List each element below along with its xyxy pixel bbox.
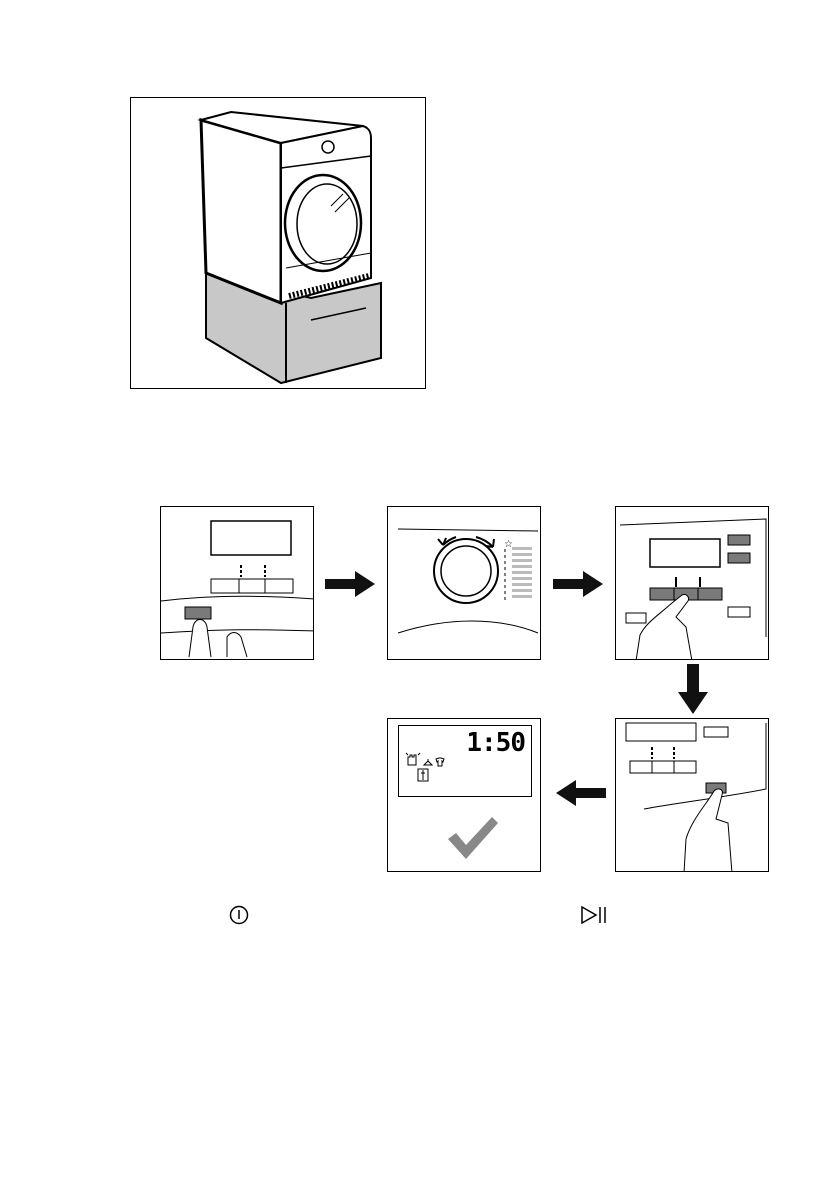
step1-panel (160, 506, 314, 660)
step2-illustration: ☆ (388, 507, 541, 660)
hanger-icon (423, 754, 433, 764)
step4-illustration (616, 719, 769, 872)
step5-display-done: 1:50 (387, 718, 541, 872)
step3-options (615, 506, 769, 660)
step3-illustration (616, 507, 769, 660)
cabinet-icon (417, 768, 429, 782)
start-pause-icon (580, 905, 608, 925)
arrow-left-icon (556, 780, 606, 806)
step2-dial: ☆ (387, 506, 541, 660)
arrow-right-icon (325, 571, 375, 597)
shirt-icon (435, 754, 445, 764)
step4-start (615, 718, 769, 872)
dryer-on-plinth-illustration (131, 98, 426, 389)
display-time: 1:50 (466, 728, 525, 758)
checkmark-icon (446, 815, 500, 861)
step1-illustration (161, 507, 314, 660)
arrow-right-icon (553, 571, 603, 597)
power-icon (229, 905, 249, 925)
figure-dryer-on-plinth (130, 97, 426, 389)
arrow-down-icon (678, 664, 708, 714)
hand-wash-icon (405, 752, 421, 766)
svg-text:☆: ☆ (504, 539, 513, 550)
lcd-display: 1:50 (398, 725, 532, 797)
